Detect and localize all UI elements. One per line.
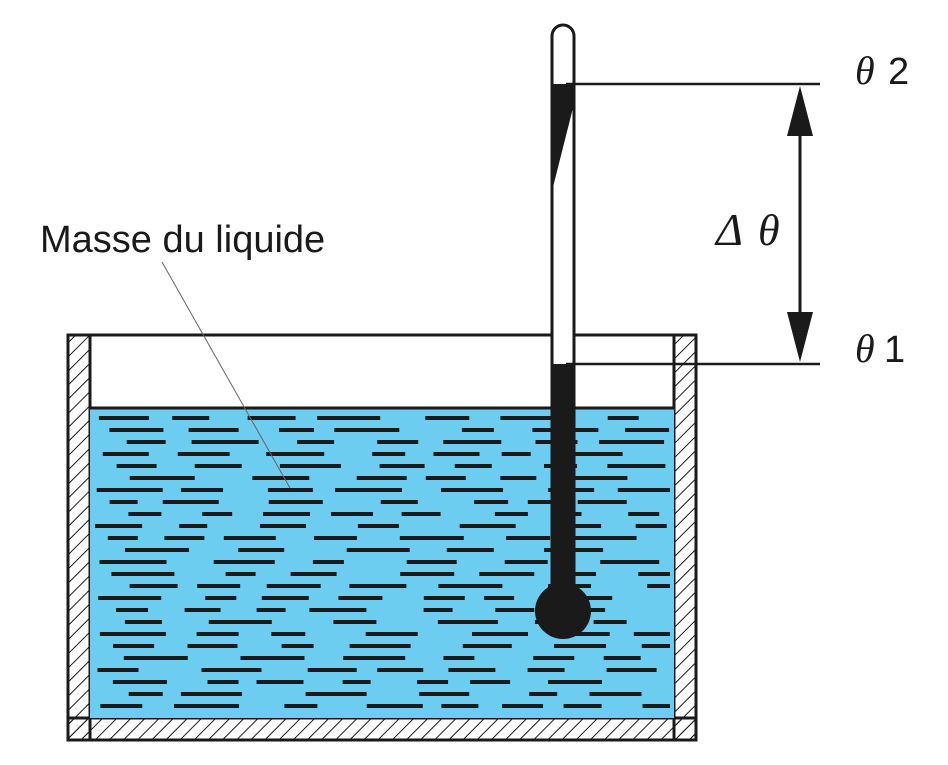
theta1-label: θ 1: [855, 326, 905, 371]
theta2-symbol: θ: [855, 48, 875, 93]
theta1-symbol: θ: [855, 326, 875, 371]
container-right-wall: [672, 333, 698, 742]
liquid: [90, 406, 674, 718]
thermometer: [535, 23, 591, 639]
theta2-index: 2: [888, 51, 909, 93]
delta-theta-symbol: θ: [758, 206, 780, 255]
container: [66, 333, 698, 742]
liquid-mass-leader-line: [161, 261, 291, 489]
delta-arrow-head-up: [787, 86, 813, 136]
thermometer-bulb: [535, 583, 591, 639]
liquid-body: [90, 408, 674, 718]
theta1-index: 1: [884, 329, 905, 371]
theta2-label: θ 2: [855, 48, 909, 93]
liquid-mass-label: Masse du liquide: [40, 219, 325, 261]
delta-theta-label: Δ θ: [714, 204, 780, 255]
liquid-dashes: [95, 416, 670, 708]
container-left-wall: [66, 333, 92, 742]
thermometer-mercury-column: [551, 364, 575, 614]
thermometer-mercury-wedge: [551, 84, 575, 195]
delta-theta-arrow: [787, 86, 813, 362]
container-bottom-wall: [66, 716, 698, 742]
delta-symbol: Δ: [714, 204, 743, 255]
delta-arrow-head-down: [787, 312, 813, 362]
